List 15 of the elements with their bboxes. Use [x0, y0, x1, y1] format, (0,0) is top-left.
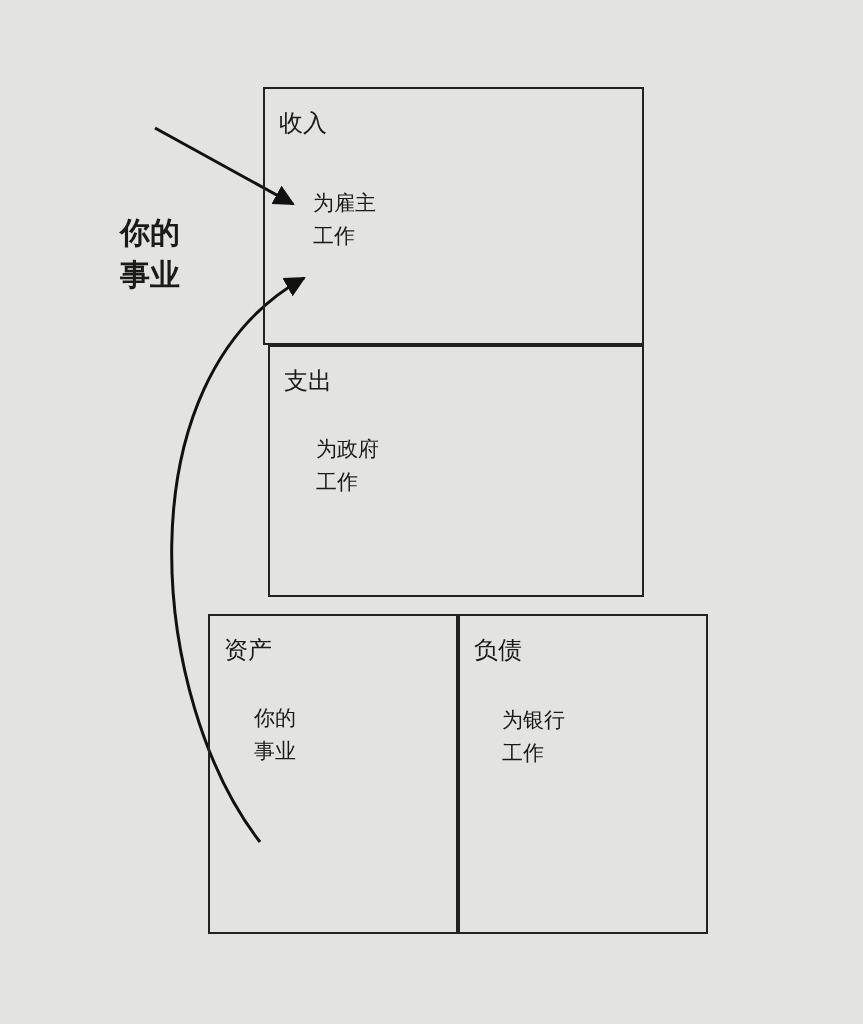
arrow [154, 126, 295, 206]
box-text: 为银行工作 [502, 707, 566, 767]
box-heading: 收入 [279, 111, 327, 135]
ledger-box [268, 345, 644, 597]
box-text: 你的事业 [254, 705, 297, 765]
box-heading: 资产 [224, 638, 272, 662]
arrow-label: 你的事业 [120, 214, 181, 294]
arrow [170, 276, 306, 843]
box-text: 为政府工作 [316, 436, 380, 496]
ledger-box [458, 614, 708, 934]
ledger-box [263, 87, 644, 345]
box-text: 为雇主工作 [313, 190, 377, 250]
ledger-box [208, 614, 458, 934]
box-heading: 支出 [284, 369, 332, 393]
box-heading: 负债 [474, 638, 522, 662]
